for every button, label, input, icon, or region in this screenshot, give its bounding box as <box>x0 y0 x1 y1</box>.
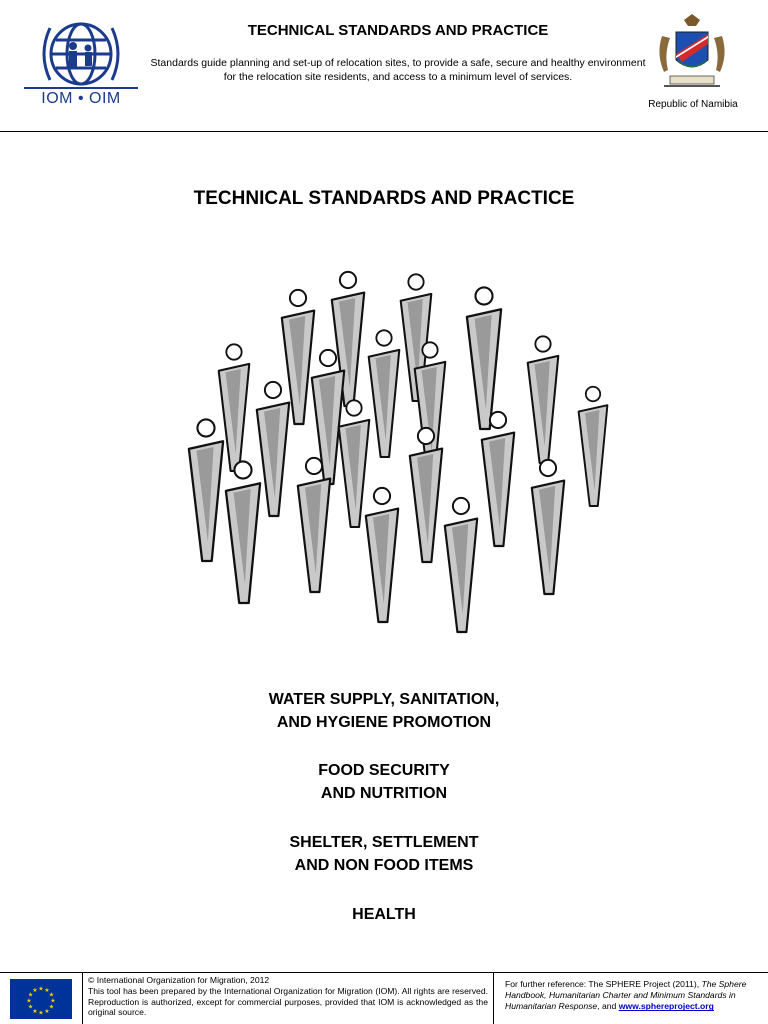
page-title: TECHNICAL STANDARDS AND PRACTICE <box>193 188 575 209</box>
svg-text:★: ★ <box>32 987 37 994</box>
svg-text:★: ★ <box>50 998 55 1005</box>
svg-text:★: ★ <box>28 992 33 999</box>
svg-text:★: ★ <box>26 998 31 1005</box>
svg-text:★: ★ <box>44 987 49 994</box>
svg-text:★: ★ <box>38 986 43 993</box>
iom-logo-text: IOM • OIM <box>41 90 121 107</box>
footer-legal: © International Organization for Migrati… <box>88 975 488 1018</box>
footer-reference: For further reference: The SPHERE Projec… <box>505 979 747 1012</box>
svg-text:★: ★ <box>28 1004 33 1011</box>
sphere-handbook-title: The Sphere Handbook, Humanitarian Charte… <box>505 979 747 1012</box>
svg-text:★: ★ <box>44 1008 49 1015</box>
eu-flag-icon: ★★★★★★★★★★★★ <box>10 979 72 1019</box>
header-divider <box>0 131 768 132</box>
footer-separator <box>493 972 494 1024</box>
iom-logo-icon <box>24 22 138 89</box>
sphere-project-link[interactable]: www.sphereproject.org <box>618 1001 714 1012</box>
topic-wash: WATER SUPPLY, SANITATION, AND HYGIENE PR… <box>268 691 500 731</box>
copyright-text: © International Organization for Migrati… <box>88 975 270 985</box>
disclaimer-text: This tool has been prepared by the Inter… <box>88 985 488 1018</box>
namibia-coat-of-arms-icon <box>659 14 725 87</box>
footer-divider <box>0 972 768 973</box>
page-header: IOM • OIM TECHNICAL STANDARDS AND PRACTI… <box>0 0 768 132</box>
topic-food-security: FOOD SECURITY AND NUTRITION <box>318 762 450 802</box>
topic-health: HEALTH <box>352 906 416 923</box>
svg-text:★: ★ <box>38 1010 43 1017</box>
header-description: Standards guide planning and set-up of r… <box>150 57 646 83</box>
topic-shelter: SHELTER, SETTLEMENT AND NON FOOD ITEMS <box>289 834 479 874</box>
svg-text:★: ★ <box>49 992 54 999</box>
svg-text:★: ★ <box>49 1004 54 1011</box>
footer-separator <box>82 972 83 1024</box>
people-crowd-illustration <box>187 270 609 634</box>
svg-text:★: ★ <box>32 1008 37 1015</box>
header-title: TECHNICAL STANDARDS AND PRACTICE <box>247 22 549 39</box>
republic-of-namibia-caption: Republic of Namibia <box>648 99 738 110</box>
page-footer: ★★★★★★★★★★★★ © International Organizatio… <box>0 972 768 1024</box>
